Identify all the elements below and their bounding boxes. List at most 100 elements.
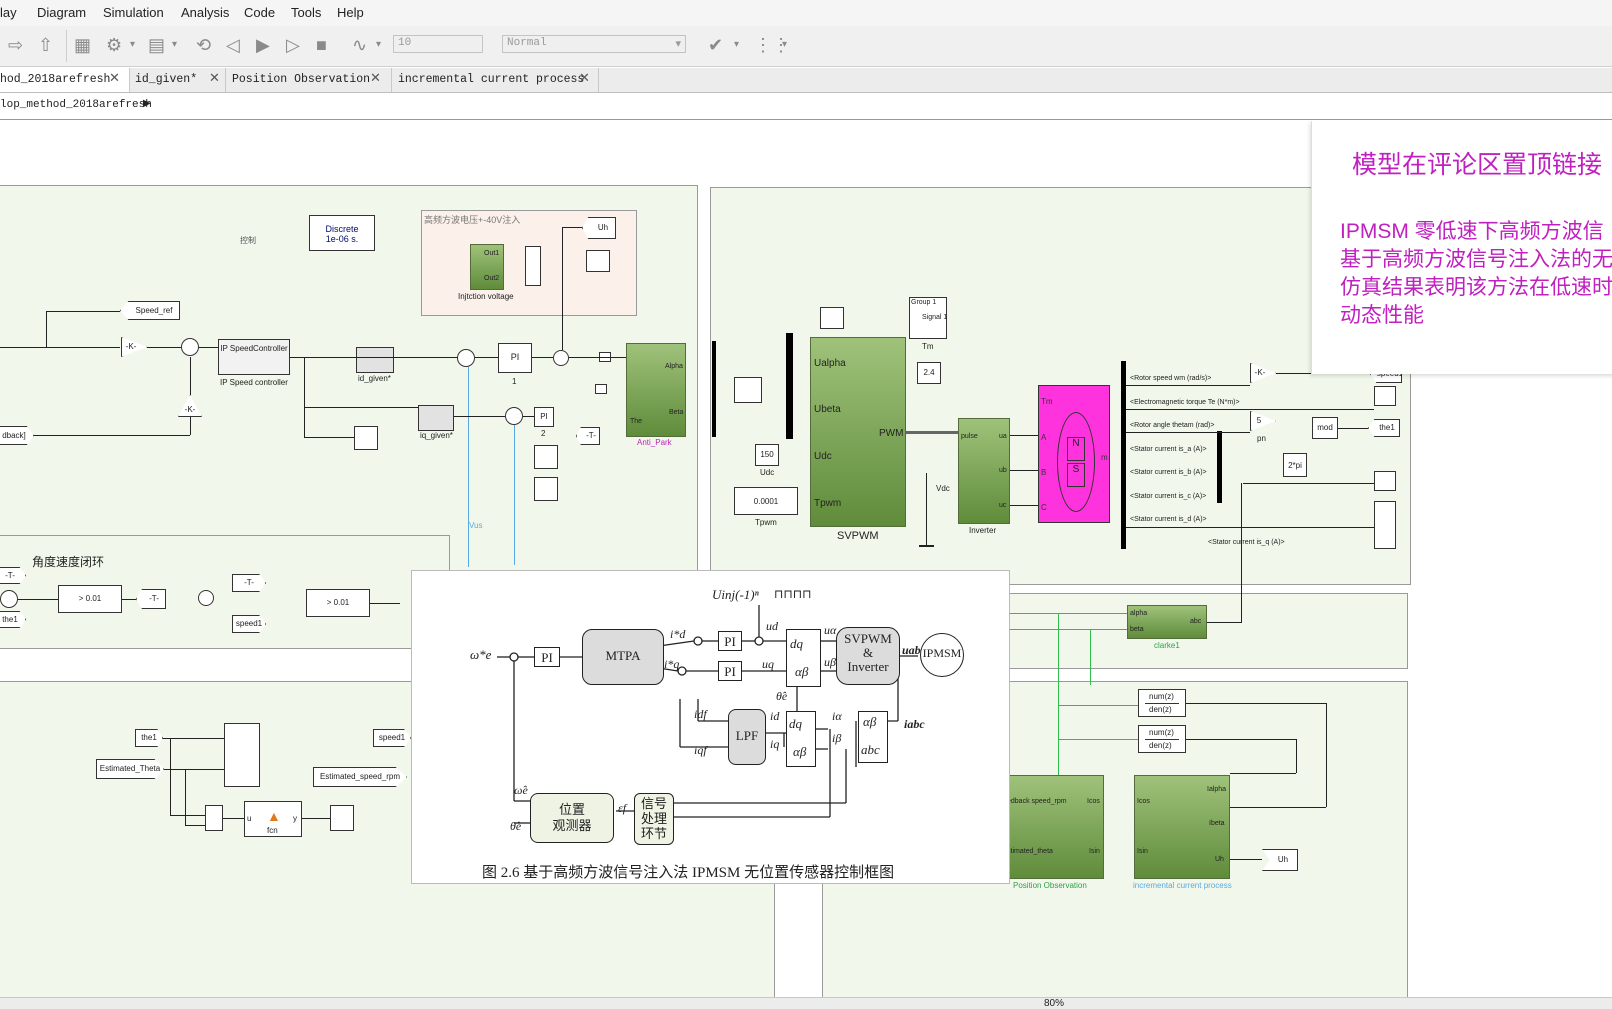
scope-block[interactable] [330, 805, 354, 831]
close-icon[interactable]: ✕ [209, 71, 220, 86]
from-the1[interactable]: the1 [0, 611, 26, 628]
tab-main-model[interactable]: hod_2018arefresh ✕ [0, 68, 130, 92]
model-explorer-icon[interactable]: ▤ [148, 35, 166, 55]
speed1-label: speed1 [378, 733, 406, 742]
clarke-block[interactable]: alpha beta abc [1127, 605, 1207, 639]
scope-block[interactable] [1374, 471, 1396, 491]
close-icon[interactable]: ✕ [579, 71, 590, 86]
step-forward-icon[interactable]: ▷ [286, 35, 300, 55]
chevron-down-icon[interactable]: ▾ [130, 39, 136, 50]
goto-the1[interactable]: the1 [1368, 419, 1400, 437]
injection-subsystem[interactable]: Out1 Out2 [470, 244, 504, 290]
inverter-block[interactable]: pulse ua ub uc [958, 418, 1010, 524]
pmsm-motor-block[interactable]: Tm A B C m N S [1038, 385, 1110, 523]
mod-block[interactable]: mod [1312, 417, 1338, 439]
pi-controller-2[interactable]: PI [534, 407, 554, 427]
menu-tools[interactable]: Tools [291, 5, 322, 20]
scope-block[interactable] [1374, 386, 1396, 406]
scope-block[interactable] [534, 445, 558, 469]
chevron-down-icon[interactable]: ▾ [782, 39, 788, 50]
constant-udc[interactable]: 150 [755, 444, 779, 466]
scope-icon[interactable]: ∿ [352, 35, 368, 55]
check-icon[interactable]: ✔ [708, 35, 724, 55]
goto-t[interactable]: -T- [576, 427, 600, 445]
switch-block[interactable] [525, 246, 541, 286]
from-estimated-theta[interactable]: Estimated_Theta [96, 759, 164, 779]
tab-id-given[interactable]: id_given* ✕ [129, 68, 226, 92]
constant-2pi[interactable]: 2*pi [1283, 453, 1307, 477]
breadcrumb-model[interactable]: lop_method_2018arefresh [0, 99, 152, 111]
menu-display[interactable]: lay [0, 5, 17, 20]
sum-block[interactable] [181, 338, 199, 356]
close-icon[interactable]: ✕ [109, 71, 120, 86]
grid-icon[interactable]: ⋮⋮ [754, 35, 790, 55]
scope-block[interactable] [534, 477, 558, 501]
tab-incremental-current[interactable]: incremental current process ✕ [392, 68, 599, 92]
sum-block[interactable] [457, 349, 475, 367]
discrete-filter-1[interactable]: num(z) den(z) [1138, 689, 1186, 717]
sum-block[interactable] [205, 805, 223, 831]
from-feedback[interactable]: dback] [0, 426, 34, 445]
tab-position-observation[interactable]: Position Observation ✕ [226, 68, 392, 92]
signal-builder-block[interactable]: Group 1 Signal 1 [909, 297, 947, 339]
id-given-subsystem[interactable] [356, 347, 394, 373]
up-arrow-icon[interactable]: ⇧ [38, 35, 54, 55]
saturation-block[interactable] [595, 384, 607, 394]
model-canvas[interactable]: 高频方波电压+-40V注入 Out1 Out2 Injtction voltag… [0, 121, 1612, 997]
chevron-down-icon[interactable]: ▾ [172, 39, 178, 50]
menu-help[interactable]: Help [337, 5, 364, 20]
from-estimated-speed[interactable]: Estimated_speed_rpm [313, 767, 407, 787]
constant-tpwm[interactable]: 0.0001 [734, 487, 798, 515]
clock-icon[interactable] [0, 590, 18, 608]
chevron-down-icon[interactable]: ▾ [376, 39, 382, 50]
step-block[interactable] [734, 377, 762, 403]
iq-given-subsystem[interactable] [418, 405, 454, 431]
incremental-current-subsystem[interactable]: Icos Isin Ialpha Ibeta Uh [1134, 775, 1230, 879]
scope-block[interactable] [586, 250, 610, 272]
close-icon[interactable]: ✕ [370, 71, 381, 86]
constant-block[interactable]: 2.4 [917, 362, 941, 384]
pi-controller-1[interactable]: PI [498, 343, 532, 373]
menu-simulation[interactable]: Simulation [103, 5, 164, 20]
from-speed1[interactable]: speed1 [232, 615, 266, 633]
bus-label-iq: <Stator current is_q (A)> [1208, 539, 1285, 546]
goto-speed-ref[interactable]: Speed_ref [120, 301, 180, 320]
scope-block[interactable] [820, 307, 844, 329]
sum-block[interactable] [553, 350, 569, 366]
step-back-icon[interactable]: ⟲ [196, 35, 212, 55]
menu-analysis[interactable]: Analysis [181, 5, 230, 20]
scope-block[interactable] [224, 723, 260, 787]
sum-block[interactable] [505, 407, 523, 425]
discrete-filter-2[interactable]: num(z) den(z) [1138, 725, 1186, 753]
discrete-powergui[interactable]: Discrete 1e-06 s. [309, 215, 375, 251]
switch-block[interactable]: > 0.01 [306, 589, 370, 617]
anti-park-block[interactable]: Alpha Beta The [626, 343, 686, 437]
chevron-right-icon[interactable]: ▶ [143, 99, 151, 110]
clock-icon[interactable] [198, 590, 214, 606]
scope-block[interactable] [354, 426, 378, 450]
from-t[interactable]: -T- [0, 567, 26, 584]
simulation-mode-select[interactable]: Normal ▾ [502, 35, 686, 53]
beta-port: Beta [669, 409, 684, 416]
ip-speed-controller-block[interactable]: IP SpeedController [218, 339, 290, 375]
menu-code[interactable]: Code [244, 5, 276, 20]
step-back-single-icon[interactable]: ◁ [226, 35, 240, 55]
stop-time-input[interactable]: 10 [393, 35, 483, 53]
run-icon[interactable]: ▶ [256, 35, 270, 55]
from-the1[interactable]: the1 [135, 729, 163, 747]
from-t[interactable]: -T- [232, 574, 266, 592]
menu-diagram[interactable]: Diagram [37, 5, 87, 20]
goto-t[interactable]: -T- [136, 589, 166, 609]
forward-arrow-icon[interactable]: ⇨ [8, 35, 24, 55]
position-observation-subsystem[interactable]: edback speed_rpm Icos stimated_theta Isi… [1004, 775, 1104, 879]
svpwm-block[interactable]: Ualpha Ubeta Udc Tpwm PWM [810, 337, 906, 527]
scope-block[interactable] [1374, 501, 1396, 549]
fcn-block[interactable]: u ▲ y fcn [244, 801, 302, 837]
library-browser-icon[interactable]: ▦ [74, 35, 92, 55]
switch-block[interactable]: > 0.01 [58, 585, 122, 613]
goto-uh[interactable]: Uh [582, 217, 616, 239]
gear-icon[interactable]: ⚙ [106, 35, 123, 55]
chevron-down-icon[interactable]: ▾ [734, 39, 740, 50]
stop-icon[interactable]: ■ [316, 35, 327, 55]
from-speed1[interactable]: speed1 [373, 729, 411, 747]
